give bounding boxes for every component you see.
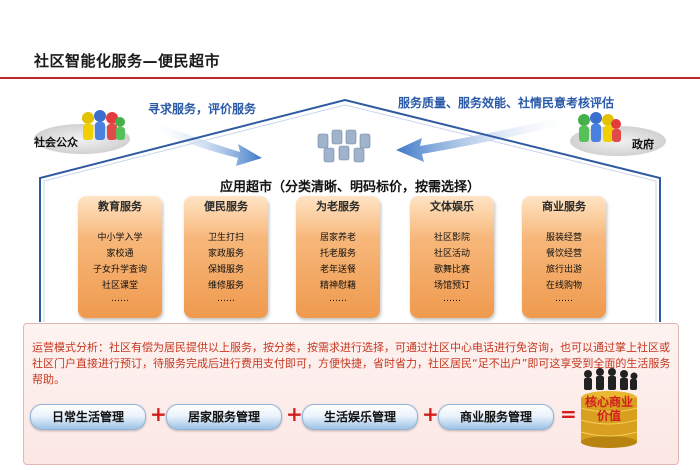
column-header: 文体娱乐 (430, 200, 474, 213)
column-item: 旅行出游 (545, 265, 582, 275)
column-item: 在线购物 (545, 281, 582, 291)
column-item: 子女升学查询 (92, 265, 147, 275)
column-item: 老年送餐 (319, 265, 356, 275)
column-item: 餐饮经营 (545, 249, 582, 259)
column-item: 维修服务 (207, 281, 244, 291)
title-divider (0, 77, 700, 79)
plus-sign: + (286, 402, 303, 426)
pill-daily-life: 日常生活管理 (30, 404, 146, 430)
right-arrow-text: 服务质量、服务效能、社情民意考核评估 (398, 96, 615, 110)
pill-entertainment: 生活娱乐管理 (302, 404, 418, 430)
government-label: 政府 (632, 138, 654, 151)
column-item: 社区课堂 (101, 281, 138, 291)
column-item: …… (217, 294, 235, 304)
column-item: …… (443, 294, 461, 304)
analysis-text: 运营模式分析：社区有偿为居民提供以上服务，按分类，按需求进行选择，可通过社区中心… (32, 341, 671, 386)
column-header: 商业服务 (542, 200, 586, 213)
column-item: 中小学入学 (97, 233, 143, 243)
column-header: 为老服务 (316, 200, 360, 213)
column-elderly: 为老服务 居家养老 托老服务 老年送餐 精神慰藉 …… (296, 196, 380, 318)
public-people-icon (82, 110, 125, 140)
server-cluster-icon (317, 129, 371, 163)
column-item: 居家养老 (319, 233, 356, 243)
analysis-panel (23, 323, 679, 465)
column-item: 服装经营 (545, 233, 582, 243)
column-item: 歌舞比赛 (433, 265, 470, 275)
column-item: 社区影院 (433, 233, 470, 243)
column-header: 便民服务 (204, 200, 248, 213)
column-item: 家政服务 (207, 249, 244, 259)
column-education: 教育服务 中小学入学 家校通 子女升学查询 社区课堂 …… (78, 196, 162, 318)
column-item: …… (555, 294, 573, 304)
house-outline (39, 98, 661, 322)
core-value-label: 核心商业价值 (584, 395, 633, 423)
pill-home-service: 居家服务管理 (166, 404, 282, 430)
column-item: 家校通 (106, 249, 134, 259)
government-people-icon (578, 112, 621, 142)
column-recreation: 文体娱乐 社区影院 社区活动 歌舞比赛 场馆预订 …… (410, 196, 494, 318)
column-convenience: 便民服务 卫生打扫 家政服务 保姆服务 维修服务 …… (184, 196, 268, 318)
equals-sign: = (560, 402, 577, 426)
gold-coins-people-icon (580, 368, 638, 448)
column-item: 社区活动 (433, 249, 470, 259)
left-flow-arrow (150, 120, 262, 166)
pill-commerce: 商业服务管理 (438, 404, 554, 430)
house-title: 应用超市（分类清晰、明码标价，按需选择） (219, 180, 480, 195)
column-item: …… (111, 294, 129, 304)
right-flow-arrow (396, 114, 575, 162)
column-item: 卫生打扫 (207, 233, 244, 243)
plus-sign: + (150, 402, 167, 426)
column-item: 保姆服务 (207, 265, 244, 275)
left-arrow-text: 寻求服务，评价服务 (148, 102, 257, 116)
column-header: 教育服务 (98, 200, 142, 213)
column-item: 场馆预订 (433, 281, 470, 291)
plus-sign: + (422, 402, 439, 426)
column-item: …… (329, 294, 347, 304)
column-commerce: 商业服务 服装经营 餐饮经营 旅行出游 在线购物 …… (522, 196, 606, 318)
page-title: 社区智能化服务—便民超市 (34, 52, 221, 70)
public-label: 社会公众 (34, 136, 78, 149)
column-item: 精神慰藉 (319, 281, 356, 291)
column-item: 托老服务 (319, 249, 356, 259)
